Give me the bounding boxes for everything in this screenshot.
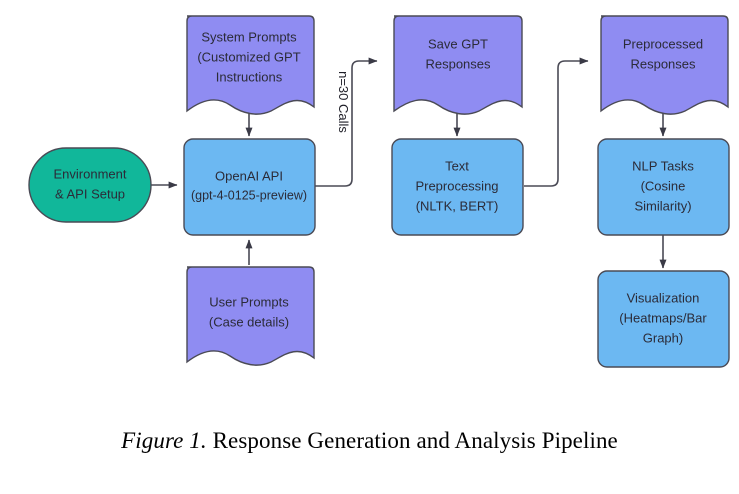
- save-gpt-responses-label-line2: Responses: [425, 56, 491, 71]
- node-visualization[interactable]: Visualization (Heatmaps/Bar Graph): [597, 270, 730, 368]
- openai-api-label-line2: (gpt-4-0125-preview): [191, 188, 307, 202]
- environment-setup-label-line1: Environment: [54, 166, 127, 181]
- edge-openai-to-save-gpt: [315, 57, 378, 187]
- user-prompts-shape: [186, 266, 315, 366]
- system-prompts-label-line1: System Prompts: [201, 29, 297, 44]
- system-prompts-shape: [186, 15, 315, 115]
- openai-api-shape: [183, 138, 316, 236]
- openai-api-label-line1: OpenAI API: [215, 168, 283, 183]
- edge-text-preprocessing-to-preprocessed: [524, 57, 589, 187]
- preprocessed-responses-shape: [600, 15, 729, 115]
- figure-number: Figure 1.: [121, 428, 207, 453]
- text-preprocessing-shape: [391, 138, 524, 236]
- node-text-preprocessing[interactable]: Text Preprocessing (NLTK, BERT): [391, 138, 524, 236]
- node-openai-api[interactable]: OpenAI API (gpt-4-0125-preview): [183, 138, 316, 236]
- nlp-tasks-label-line2: (Cosine: [641, 178, 686, 193]
- save-gpt-responses-shape: [393, 15, 523, 115]
- node-user-prompts[interactable]: User Prompts (Case details): [186, 266, 315, 366]
- visualization-label-line1: Visualization: [627, 290, 700, 305]
- nlp-tasks-label-line1: NLP Tasks: [632, 158, 694, 173]
- nlp-tasks-label-line3: Similarity): [634, 198, 691, 213]
- text-preprocessing-label-line1: Text: [445, 158, 469, 173]
- node-nlp-tasks[interactable]: NLP Tasks (Cosine Similarity): [597, 138, 730, 236]
- edge-label-n30-calls: n=30 Calls: [336, 71, 351, 133]
- text-preprocessing-label-line2: Preprocessing: [415, 178, 498, 193]
- node-save-gpt-responses[interactable]: Save GPT Responses: [393, 15, 523, 115]
- text-preprocessing-label-line3: (NLTK, BERT): [416, 198, 499, 213]
- visualization-label-line2: (Heatmaps/Bar: [619, 310, 707, 325]
- preprocessed-responses-label-line1: Preprocessed: [623, 36, 703, 51]
- visualization-shape: [597, 270, 730, 368]
- save-gpt-responses-label-line1: Save GPT: [428, 36, 488, 51]
- flowchart-canvas: Environment & API Setup System Prompts (…: [28, 15, 730, 368]
- system-prompts-label-line2: (Customized GPT: [197, 49, 300, 64]
- environment-setup-label-line2: & API Setup: [55, 186, 125, 201]
- node-environment-setup[interactable]: Environment & API Setup: [28, 147, 152, 223]
- environment-setup-shape: [28, 147, 152, 223]
- system-prompts-label-line3: Instructions: [216, 69, 283, 84]
- figure-caption: Figure 1. Response Generation and Analys…: [0, 428, 739, 454]
- figure-caption-text: Response Generation and Analysis Pipelin…: [206, 428, 618, 453]
- visualization-label-line3: Graph): [643, 330, 683, 345]
- edges-layer: [150, 57, 667, 269]
- preprocessed-responses-label-line2: Responses: [630, 56, 696, 71]
- node-preprocessed-responses[interactable]: Preprocessed Responses: [600, 15, 729, 115]
- user-prompts-label-line2: (Case details): [209, 314, 289, 329]
- node-system-prompts[interactable]: System Prompts (Customized GPT Instructi…: [186, 15, 315, 115]
- user-prompts-label-line1: User Prompts: [209, 294, 289, 309]
- nlp-tasks-shape: [597, 138, 730, 236]
